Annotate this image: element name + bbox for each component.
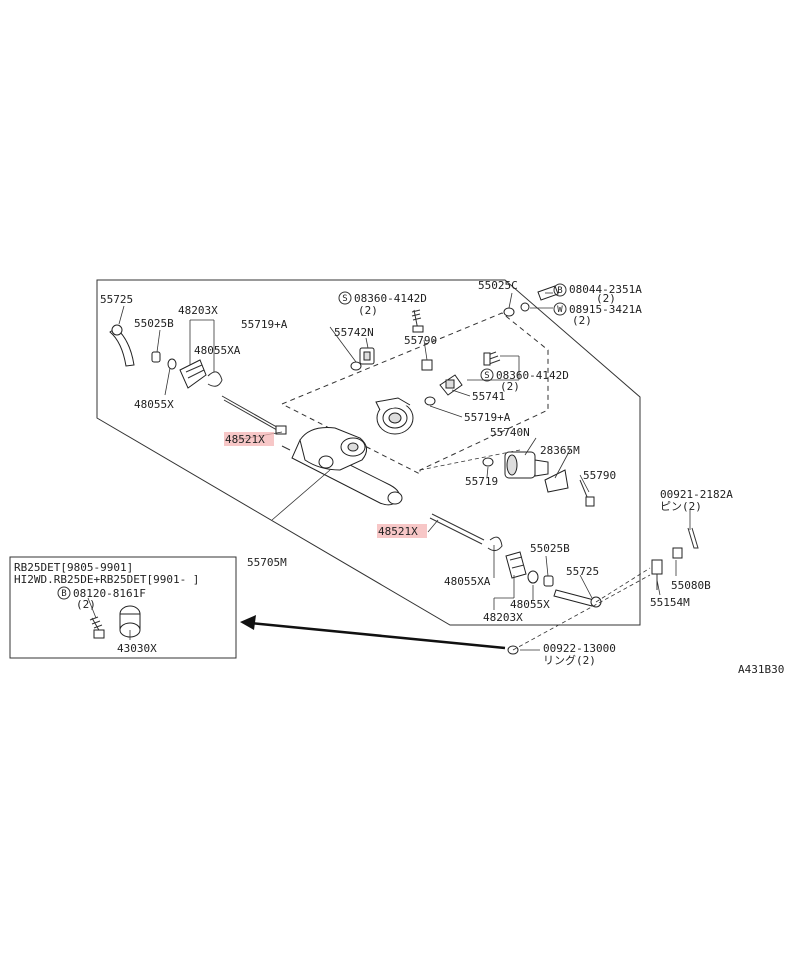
boot-48203X-top-icon <box>179 359 207 389</box>
part-55741-icon <box>439 374 463 396</box>
label-48055X-bot: 48055X <box>510 598 550 611</box>
label-08120-qty: (2) <box>76 598 96 611</box>
diagram-id: A431B30 <box>738 663 784 676</box>
clevis-55725-top-icon <box>109 324 135 367</box>
subassembly-dashed-outline <box>281 312 549 475</box>
label-43030X: 43030X <box>117 642 157 655</box>
label-08044-qty: (2) <box>596 292 616 305</box>
label-00922: 00922-13000 <box>543 642 616 655</box>
svg-text:B: B <box>557 286 562 296</box>
label-00922-sub: リング(2) <box>543 653 596 667</box>
label-55025B-bot: 55025B <box>530 542 570 555</box>
label-55719: 55719 <box>465 475 498 488</box>
reservoir <box>375 397 414 435</box>
svg-text:B: B <box>61 589 66 599</box>
circle-s-top-icon: S <box>338 291 352 305</box>
inset-arrow-head <box>240 615 256 630</box>
label-55080B: 55080B <box>671 579 711 592</box>
label-00921-sub: ピン(2) <box>660 500 702 513</box>
label-55719A-top: 55719+A <box>241 318 288 331</box>
label-08360-mid: 08360-4142D <box>496 369 569 382</box>
label-48203X-top: 48203X <box>178 304 218 317</box>
label-55025C: 55025C <box>478 279 518 292</box>
label-48055XA-bot: 48055XA <box>444 575 491 588</box>
inset-title-line1: RB25DET[9805-9901] <box>14 561 133 574</box>
label-55741: 55741 <box>472 390 505 403</box>
label-08360-mid-qty: (2) <box>500 380 520 393</box>
bracket-28365M-icon <box>544 469 569 493</box>
label-48055XA-top: 48055XA <box>194 344 241 357</box>
nut-55025B-top-icon <box>151 351 161 363</box>
pin-00921-icon <box>687 527 699 549</box>
pushrod-48521X-top-icon <box>221 395 287 435</box>
nut-55025B-bot-icon <box>543 575 554 587</box>
oring-55719A-mid-icon <box>424 396 436 406</box>
clevis-55725-bot-icon <box>553 589 602 608</box>
label-28365M: 28365M <box>540 444 580 457</box>
label-08120: 08120-8161F <box>73 587 146 600</box>
label-55790-mid: 55790 <box>583 469 616 482</box>
label-55725-bot: 55725 <box>566 565 599 578</box>
inset-bolt-icon <box>89 616 105 639</box>
svg-text:S: S <box>342 294 347 304</box>
part-55790-top-icon <box>421 359 433 371</box>
bolt-08360-mid-icon <box>483 351 501 366</box>
inset-arrow-line <box>249 621 506 650</box>
oring-55719-icon <box>482 457 494 467</box>
dashed-leaders <box>419 449 651 651</box>
nut-55080B-icon <box>672 547 683 559</box>
highlight-48521X-mid <box>377 524 427 538</box>
label-55725-top: 55725 <box>100 293 133 306</box>
assembly-boundary <box>96 279 641 626</box>
label-55740N: 55740N <box>490 426 530 439</box>
label-55025B-top: 55025B <box>134 317 174 330</box>
label-48521X-mid: 48521X <box>378 525 418 538</box>
highlight-48521X-top <box>224 432 274 446</box>
label-48055X-top: 48055X <box>134 398 174 411</box>
boot-48203X-bot-icon <box>505 551 527 579</box>
svg-text:S: S <box>484 371 489 381</box>
circle-w-icon: W <box>553 302 567 316</box>
label-55790-top: 55790 <box>404 334 437 347</box>
svg-text:W: W <box>557 305 563 315</box>
clip-48055XA-bot-icon <box>487 536 503 552</box>
label-55719A-mid: 55719+A <box>464 411 511 424</box>
pushrod-48521X-mid-icon <box>429 513 485 545</box>
bolt-08360-top-icon <box>411 309 424 333</box>
label-48203X-bot: 48203X <box>483 611 523 624</box>
fitting-55154M-icon <box>651 559 663 590</box>
part-55719A-top-icon <box>350 361 362 371</box>
label-08915: 08915-3421A <box>569 303 642 316</box>
circle-b-icon: B <box>553 283 567 297</box>
inset-box <box>9 556 237 659</box>
bolt-55790-mid-icon <box>579 479 595 507</box>
label-55154M: 55154M <box>650 596 690 609</box>
pin-48055X-bot-icon <box>527 570 539 584</box>
label-48521X-top: 48521X <box>225 433 265 446</box>
pin-48055X-top-icon <box>167 358 177 370</box>
label-55705M: 55705M <box>247 556 287 569</box>
circle-s-mid-icon: S <box>480 368 494 382</box>
washer-08915-icon <box>503 302 530 317</box>
clip-48055XA-top-icon <box>207 371 223 387</box>
label-08915-qty: (2) <box>572 314 592 327</box>
label-55742N: 55742N <box>334 326 374 339</box>
part-55740N-icon <box>504 451 549 479</box>
label-08360-top: 08360-4142D <box>354 292 427 305</box>
label-00921: 00921-2182A <box>660 488 733 501</box>
inset-title-line2: HI2WD.RB25DE+RB25DET[9901- ] <box>14 573 199 586</box>
label-08044: 08044-2351A <box>569 283 642 296</box>
label-08360-top-qty: (2) <box>358 304 378 317</box>
circle-b-inset-icon: B <box>57 586 71 600</box>
clutch-master-cylinder <box>281 427 403 506</box>
part-55742N-icon <box>359 347 375 365</box>
